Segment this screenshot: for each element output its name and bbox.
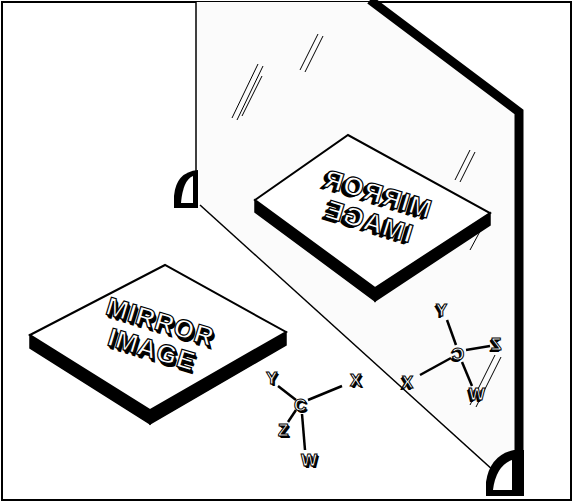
- left-foot-highlight: [181, 176, 193, 203]
- plate-face: [30, 265, 286, 410]
- axis-label: W: [301, 452, 317, 469]
- plate-face: [255, 135, 490, 288]
- axis-label: C: [294, 397, 306, 414]
- right-mirror-foot: [486, 450, 524, 496]
- axis-label: Y: [266, 370, 277, 387]
- reflected-plate: MIRROR IMAGE: [253, 128, 498, 306]
- object-plate: MIRROR IMAGE: [28, 262, 290, 430]
- axis-label: Z: [278, 422, 288, 439]
- axis-label: Y: [436, 302, 447, 319]
- axis-label: X: [350, 372, 361, 389]
- axis-label: Z: [491, 336, 501, 353]
- axis-label: C: [452, 346, 464, 363]
- object-axes: [278, 386, 342, 450]
- axis-label: W: [469, 386, 485, 403]
- image-axes: [420, 320, 490, 386]
- axis-label: X: [402, 374, 413, 391]
- left-mirror-foot: [174, 170, 198, 208]
- right-foot-highlight: [493, 460, 512, 490]
